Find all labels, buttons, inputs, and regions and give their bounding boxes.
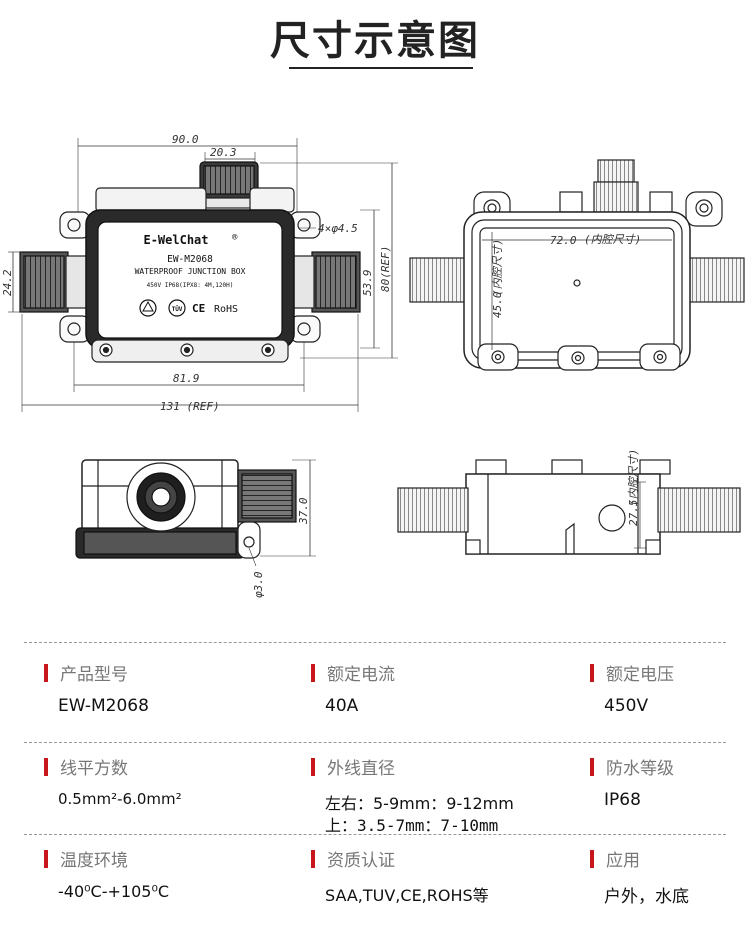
- spec-value-secondary: 上：3.5-7mm：7-10mm: [325, 816, 499, 835]
- spec-value: 0.5mm²-6.0mm²: [58, 790, 182, 808]
- spec-key: 额定电压: [606, 665, 674, 685]
- dim-length-ref: 131 (REF): [160, 400, 220, 413]
- dim-inner-depth: 27.5: [627, 500, 640, 527]
- spec-value: SAA,TUV,CE,ROHS等: [325, 886, 489, 905]
- spec-key: 额定电流: [327, 665, 395, 685]
- front-view: [8, 138, 398, 412]
- row-divider: [24, 834, 726, 835]
- dim-inner-height-note: (内腔尺寸): [491, 239, 504, 296]
- dim-body-height: 53.9: [361, 270, 374, 297]
- dim-depth: 37.0: [297, 497, 310, 525]
- tuv-mark-icon: TÜV: [168, 299, 186, 317]
- spec-table: 产品型号 EW-M2068 额定电流 40A 额定电压 450V 线平方数 0.…: [0, 642, 750, 930]
- spec-value: 左右：5-9mm：9-12mm: [325, 794, 514, 813]
- dim-hole-spacing: 81.9: [173, 372, 200, 385]
- accent-bar: [590, 664, 594, 682]
- spec-value: EW-M2068: [58, 696, 149, 716]
- dim-height-ref: 80(REF): [379, 246, 392, 292]
- spec-value: -40⁰C-+105⁰C: [58, 882, 170, 901]
- page-title: 尺寸示意图: [270, 18, 480, 64]
- label-brand-mark: ®: [232, 233, 238, 243]
- label-model: EW-M2068: [167, 254, 213, 265]
- section-view: [397, 459, 741, 555]
- inside-view: [409, 159, 745, 371]
- dimension-drawing: 90.0 20.3 4×φ4.5 24.2 53.9 80(REF) 81.9 …: [1, 133, 745, 598]
- accent-bar: [311, 664, 315, 682]
- spec-key: 温度环境: [60, 851, 128, 871]
- row-divider: [24, 742, 726, 743]
- dim-inner-width: 72.0: [550, 234, 577, 247]
- dim-hole-dia: φ3.0: [252, 571, 265, 598]
- label-rating: 450V IP68(IPX8: 4M,120H): [147, 282, 234, 289]
- accent-bar: [44, 664, 48, 682]
- spec-value: 户外，水底: [604, 887, 689, 907]
- accent-bar: [311, 758, 315, 776]
- side-view: [75, 459, 316, 567]
- row-divider: [24, 642, 726, 643]
- label-cert-tuv: TÜV: [172, 306, 183, 313]
- dim-gland-width: 20.3: [210, 146, 237, 159]
- dim-inner-depth-note: (内腔尺寸): [627, 449, 640, 506]
- dim-inner-width-note: (内腔尺寸): [584, 233, 641, 246]
- dim-gland-height: 24.2: [1, 269, 14, 296]
- accent-bar: [44, 758, 48, 776]
- label-brand: E-WelChat: [143, 233, 208, 247]
- title-underline: [289, 67, 473, 69]
- spec-key: 资质认证: [327, 851, 395, 871]
- spec-value: 450V: [604, 696, 649, 716]
- spec-value: 40A: [325, 696, 359, 716]
- label-cert-rohs: RoHS: [214, 304, 238, 315]
- accent-bar: [590, 850, 594, 868]
- spec-key: 外线直径: [327, 759, 395, 779]
- accent-bar: [311, 850, 315, 868]
- spec-key: 产品型号: [60, 665, 128, 685]
- accent-bar: [44, 850, 48, 868]
- spec-value: IP68: [604, 790, 641, 810]
- dim-holes: 4×φ4.5: [318, 222, 358, 235]
- saa-mark-icon: [139, 299, 157, 317]
- dim-width-overall: 90.0: [172, 133, 199, 146]
- spec-key: 应用: [606, 851, 640, 871]
- label-product-name: WATERPROOF JUNCTION BOX: [135, 267, 246, 276]
- product-label: E-WelChat ® EW-M2068 WATERPROOF JUNCTION…: [135, 233, 246, 317]
- dim-inner-height: 45.0: [491, 291, 504, 318]
- accent-bar: [590, 758, 594, 776]
- spec-key: 线平方数: [60, 759, 128, 779]
- label-cert-ce: CE: [192, 302, 205, 315]
- spec-key: 防水等级: [606, 759, 674, 779]
